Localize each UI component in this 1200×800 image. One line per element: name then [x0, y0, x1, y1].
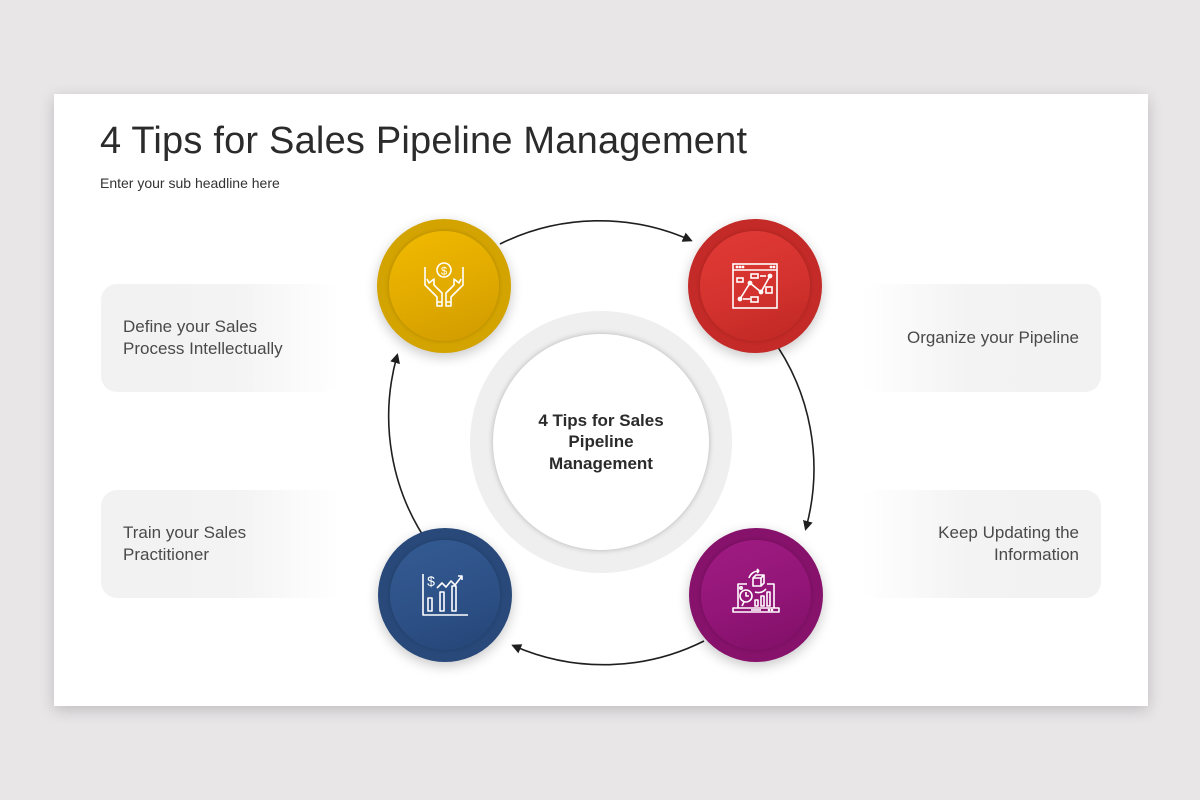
svg-text:$: $ [427, 573, 435, 589]
center-title-line: Pipeline [568, 432, 634, 452]
arrow-bottom-icon [511, 640, 705, 666]
slide-subtitle: Enter your sub headline here [100, 175, 280, 191]
tip-box-organize-pipeline: Organize your Pipeline [861, 284, 1101, 392]
tip-box-keep-updating: Keep Updating the Information [861, 490, 1101, 598]
tip-text-line: Define your Sales [123, 317, 258, 336]
center-title-line: 4 Tips for Sales [538, 410, 664, 430]
center-ring: 4 Tips for Sales Pipeline Management [470, 311, 732, 573]
cycle-arrows [387, 220, 815, 666]
laptop-update-analytics-icon [732, 568, 780, 613]
dollar-growth-bar-chart-icon: $ [422, 573, 468, 616]
center-title-line: Management [549, 453, 653, 473]
slide: 4 Tips for Sales Pipeline Management Ent… [54, 94, 1148, 706]
tip-text-line: Organize your Pipeline [907, 328, 1079, 347]
tip-text-line: Train your Sales [123, 523, 247, 542]
center-circle: 4 Tips for Sales Pipeline Management [493, 334, 709, 550]
tip-text-line: Practitioner [123, 545, 209, 564]
arrow-left-icon [387, 353, 431, 547]
tip-node-blue: $ [378, 528, 512, 662]
arrow-right-icon [770, 336, 815, 531]
tip-text-line: Information [993, 545, 1079, 564]
tip-node-purple [689, 528, 823, 662]
tip-box-define-sales-process: Define your Sales Process Intellectually [101, 284, 341, 392]
center-title: 4 Tips for Sales Pipeline Management [526, 410, 676, 475]
slide-title: 4 Tips for Sales Pipeline Management [100, 120, 748, 162]
arrow-top-icon [499, 220, 693, 245]
tip-node-yellow: $ [377, 219, 511, 353]
pipeline-flowchart-window-icon [732, 263, 778, 309]
tip-text-line: Process Intellectually [123, 339, 283, 358]
hands-holding-dollar-icon: $ [424, 262, 464, 307]
tip-node-red [688, 219, 822, 353]
tip-box-train-practitioner: Train your Sales Practitioner [101, 490, 341, 598]
svg-text:$: $ [441, 266, 447, 278]
tip-text-line: Keep Updating the [938, 523, 1079, 542]
